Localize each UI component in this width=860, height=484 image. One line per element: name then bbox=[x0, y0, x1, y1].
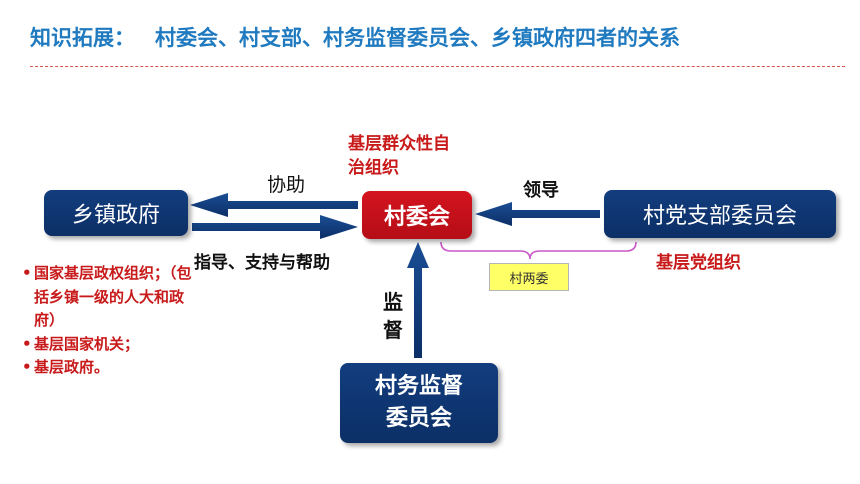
note-item: 基层国家机关； bbox=[22, 333, 202, 357]
title-main: 知识拓展： bbox=[30, 26, 135, 50]
village-committee-type: 基层群众性自 治组织 bbox=[348, 132, 450, 180]
lead-label: 领导 bbox=[523, 180, 559, 201]
guide-support-label: 指导、支持与帮助 bbox=[194, 253, 330, 273]
village-committee-label: 村委会 bbox=[383, 205, 450, 230]
title-divider bbox=[30, 66, 845, 67]
assist-arrow bbox=[190, 193, 358, 217]
note-item: 国家基层政权组织；（包括乡镇一级的人大和政府） bbox=[22, 262, 202, 333]
page-title: 知识拓展： 村委会、村支部、村务监督委员会、乡镇政府四者的关系 bbox=[30, 22, 680, 52]
party-branch-type: 基层党组织 bbox=[656, 253, 741, 273]
title-sub: 村委会、村支部、村务监督委员会、乡镇政府四者的关系 bbox=[155, 26, 680, 50]
supervision-label-line1: 村务监督 bbox=[374, 374, 463, 399]
lead-arrow bbox=[475, 202, 600, 226]
note-item: 基层政府。 bbox=[22, 356, 202, 380]
guide-arrow bbox=[192, 215, 358, 239]
party-branch-label: 村党支部委员会 bbox=[642, 204, 797, 229]
town-government-notes: 国家基层政权组织；（包括乡镇一级的人大和政府） 基层国家机关； 基层政府。 bbox=[22, 262, 202, 380]
supervision-label-line2: 委员会 bbox=[385, 406, 452, 431]
supervision-committee-node: 村务监督 委员会 bbox=[340, 363, 498, 443]
party-branch-node: 村党支部委员会 bbox=[604, 190, 836, 238]
town-government-node: 乡镇政府 bbox=[44, 190, 188, 236]
two-committees-brace bbox=[440, 241, 637, 260]
supervise-arrow bbox=[407, 242, 429, 358]
village-committee-node: 村委会 bbox=[362, 191, 472, 239]
vc-type-line2: 治组织 bbox=[348, 158, 399, 178]
supervise-label: 监督 bbox=[383, 290, 403, 342]
vc-type-line1: 基层群众性自 bbox=[348, 134, 450, 154]
town-government-label: 乡镇政府 bbox=[71, 203, 160, 228]
two-committees-tag: 村两委 bbox=[489, 263, 569, 291]
assist-label: 协助 bbox=[267, 174, 306, 196]
